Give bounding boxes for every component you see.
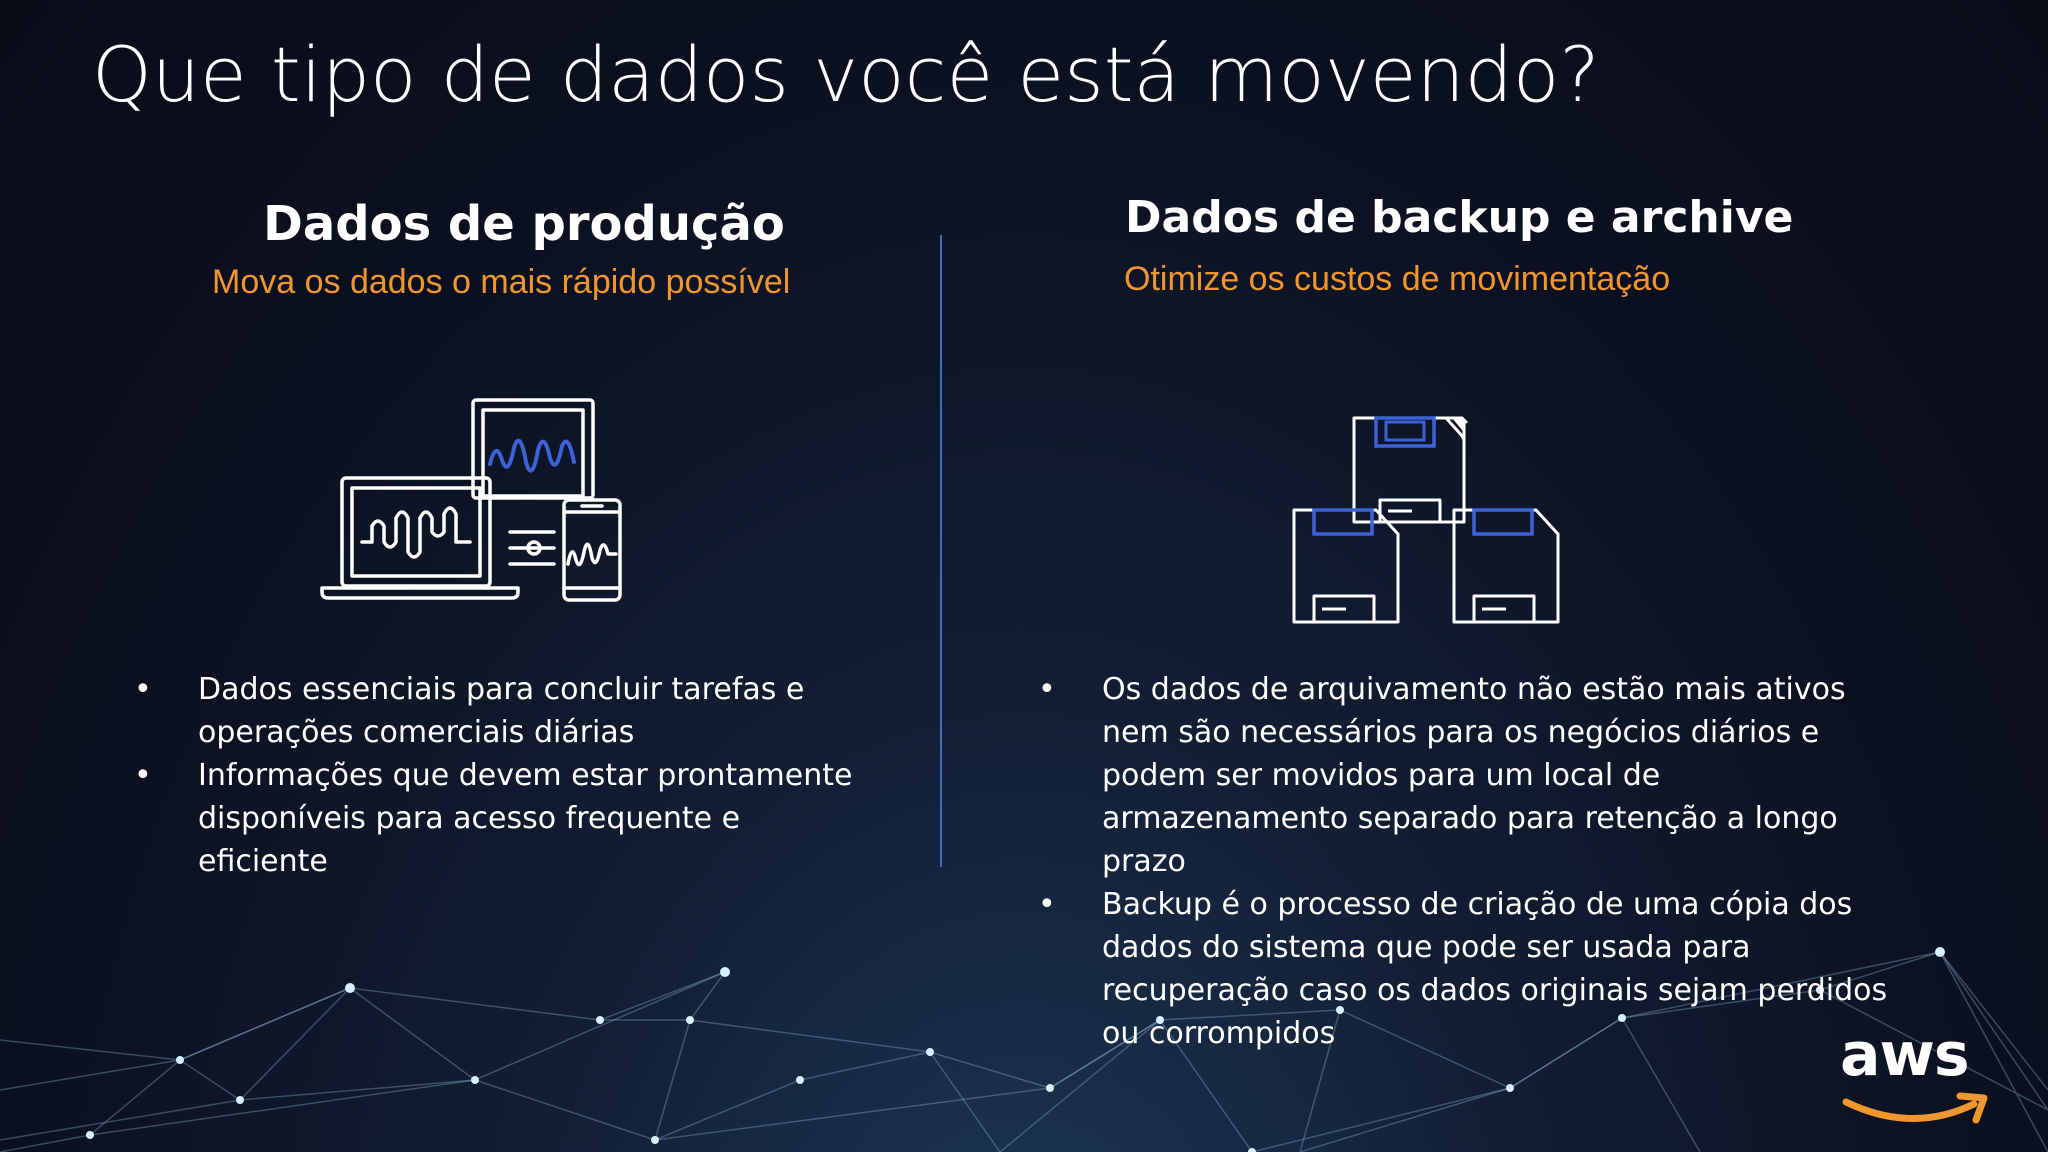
floppy-disks-icon xyxy=(1292,416,1560,624)
production-data-subtitle: Mova os dados o mais rápido possível xyxy=(212,263,791,301)
list-item: Os dados de arquivamento não estão mais … xyxy=(1038,668,1908,883)
backup-archive-bullets: Os dados de arquivamento não estão mais … xyxy=(1038,668,1908,1055)
slide-title: Que tipo de dados você está movendo? xyxy=(92,30,1600,119)
backup-archive-subtitle: Otimize os custos de movimentação xyxy=(1124,260,1671,298)
aws-smile-icon xyxy=(1842,1092,1988,1124)
production-data-bullets: Dados essenciais para concluir tarefas e… xyxy=(134,668,874,883)
list-item: Informações que devem estar prontamente … xyxy=(134,754,874,883)
devices-waveform-icon xyxy=(320,398,622,602)
column-divider xyxy=(940,235,942,867)
list-item: Dados essenciais para concluir tarefas e… xyxy=(134,668,874,754)
production-data-heading: Dados de produção xyxy=(263,196,785,252)
backup-archive-heading: Dados de backup e archive xyxy=(1125,192,1794,243)
aws-logo-text: aws xyxy=(1840,1020,1970,1090)
list-item: Backup é o processo de criação de uma có… xyxy=(1038,883,1908,1055)
